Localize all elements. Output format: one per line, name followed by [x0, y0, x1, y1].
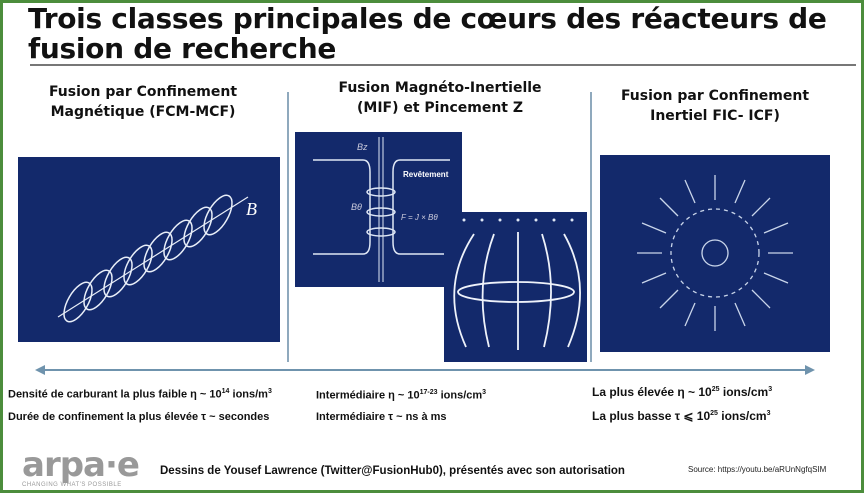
helix-illustration: [57, 194, 249, 323]
text: ions/cm: [717, 409, 767, 423]
exponent: 25: [711, 386, 720, 393]
heading-mif-line1: Fusion Magnéto-Inertielle: [338, 80, 542, 96]
exponent: 25: [710, 410, 718, 417]
mif-confinement-time: Intermédiaire τ ~ ns à ms: [316, 411, 447, 423]
text: ions/cm: [719, 385, 769, 399]
zpinch-diagram: Bz Bθ Revêtement F = J × Bθ: [295, 132, 462, 287]
title-underline: [30, 64, 856, 66]
slide-title: Trois classes principales de cœurs des r…: [28, 2, 827, 65]
exponent: 3: [482, 389, 487, 396]
heading-mif: Fusion Magnéto-Inertielle (MIF) et Pince…: [305, 78, 575, 118]
mcf-confinement-time: Durée de confinement la plus élevée τ ~ …: [8, 411, 270, 423]
arpa-e-logo: arpa·e CHANGING WHAT'S POSSIBLE: [22, 445, 140, 488]
text: ions/m: [229, 388, 268, 401]
text: Intermédiaire η ~ 10: [316, 389, 420, 402]
mcf-density: Densité de carburant la plus faible η ~ …: [8, 388, 272, 401]
bz-label: Bz: [357, 142, 368, 152]
field-lines-illustration: [453, 218, 581, 350]
exponent: 14: [221, 388, 230, 395]
source-text: Source: https://youtu.be/aRUnNgfqSIM: [688, 465, 827, 474]
exponent: 3: [768, 386, 773, 393]
logo-tagline: CHANGING WHAT'S POSSIBLE: [22, 482, 122, 488]
implosion-illustration: [637, 175, 793, 331]
revetement-label: Revêtement: [403, 170, 449, 179]
text: Densité de carburant la plus faible η ~ …: [8, 388, 222, 401]
zpinch-illustration: [313, 137, 450, 282]
btheta-label: Bθ: [351, 202, 362, 212]
exponent: 3: [267, 388, 272, 395]
heading-mcf-line1: Fusion par Confinement: [48, 84, 238, 100]
exponent: 3: [766, 410, 771, 417]
vector-b-label: B: [246, 199, 257, 219]
force-equation: F = J × Bθ: [401, 213, 438, 222]
text: La plus basse τ ⩽ 10: [592, 409, 711, 423]
credit-text: Dessins de Yousef Lawrence (Twitter@Fusi…: [160, 465, 625, 477]
exponent: 17-23: [419, 389, 438, 396]
text: La plus élevée η ~ 10: [592, 385, 712, 399]
heading-mif-line2: (MIF) et Pincement Z: [356, 100, 524, 116]
heading-mcf: Fusion par Confinement Magnétique (FCM-M…: [18, 82, 268, 122]
heading-icf: Fusion par Confinement Inertiel FIC- ICF…: [590, 86, 840, 126]
logo-mark: arpa·e: [22, 445, 140, 485]
column-divider: [287, 92, 289, 362]
spectrum-arrow: [35, 365, 815, 375]
heading-icf-line1: Fusion par Confinement: [620, 88, 810, 104]
heading-icf-line2: Inertiel FIC- ICF): [650, 108, 780, 124]
mcf-diagram: B: [18, 157, 280, 342]
icf-diagram: [600, 155, 830, 352]
mif-density: Intermédiaire η ~ 1017-23 ions/cm3: [316, 389, 486, 402]
icf-confinement-time: La plus basse τ ⩽ 1025 ions/cm3: [592, 409, 771, 423]
heading-mcf-line2: Magnétique (FCM-MCF): [50, 104, 236, 120]
column-divider: [590, 92, 592, 362]
text: ions/cm: [437, 389, 483, 402]
mif-field-diagram: [444, 212, 587, 362]
icf-density: La plus élevée η ~ 1025 ions/cm3: [592, 385, 772, 399]
